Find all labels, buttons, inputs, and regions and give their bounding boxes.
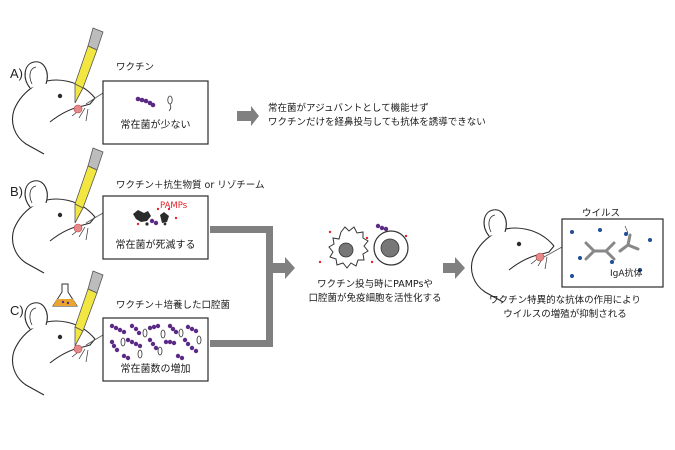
dead-bacteria-b-icon xyxy=(133,207,178,226)
arrow-a xyxy=(237,106,259,126)
middle-caption-line-1: ワクチン投与時にPAMPsや xyxy=(317,279,433,290)
immune-cells-icon xyxy=(318,223,409,269)
middle-caption-line-2: 口腔菌が免疫細胞を活性化する xyxy=(308,293,442,304)
arrow-to-outcome xyxy=(443,257,465,279)
panel-c-vaccine-label: ワクチン＋培養した口腔菌 xyxy=(116,300,231,311)
nose-b xyxy=(73,223,83,233)
panel-b-vaccine-label: ワクチン＋抗生物質 or リゾチーム xyxy=(116,180,265,191)
panel-a-result-line-2: ワクチンだけを経鼻投与しても抗体を誘導できない xyxy=(268,117,486,128)
panel-c-label: C) xyxy=(10,303,24,318)
nose-outcome xyxy=(535,252,545,262)
iga-antibody-icon xyxy=(584,233,640,261)
outcome-group xyxy=(470,209,664,303)
outcome-caption-line-1: ワクチン特異的な抗体の作用により xyxy=(489,295,641,306)
panel-a-label: A) xyxy=(10,66,23,81)
box-b xyxy=(102,195,209,260)
panel-b-label: B) xyxy=(10,184,23,199)
panel-b xyxy=(11,147,209,274)
callout-line-c xyxy=(85,334,104,346)
callout-line-b xyxy=(85,212,104,224)
virus-label: ウイルス xyxy=(582,208,621,219)
bacteria-few-a-icon xyxy=(135,95,173,112)
panel-c xyxy=(11,270,209,396)
virus-pointer xyxy=(624,225,629,234)
panel-a xyxy=(11,27,259,155)
nose-c xyxy=(73,344,83,354)
nose-a xyxy=(73,104,83,114)
pamps-label: PAMPs xyxy=(160,201,188,211)
panel-b-box-caption: 常在菌が死滅する xyxy=(115,240,196,251)
panel-a-box-caption: 常在菌が少ない xyxy=(120,120,191,131)
panel-c-box-caption: 常在菌数の増加 xyxy=(120,364,191,375)
outcome-caption-line-2: ウイルスの増殖が抑制される xyxy=(503,309,627,320)
box-a xyxy=(102,80,209,145)
iga-antibody-label: IgA抗体 xyxy=(610,269,643,279)
oral-bacteria-c-icon xyxy=(120,328,202,359)
panel-a-result-line-1: 常在菌がアジュバントとして機能せず xyxy=(268,103,429,114)
callout-line-outcome xyxy=(543,246,563,258)
flask-icon xyxy=(52,283,78,307)
callout-line-a xyxy=(85,92,104,105)
virus-icons xyxy=(570,228,652,278)
box-outcome xyxy=(561,218,664,288)
merge-bracket xyxy=(210,226,295,347)
bacteria-many-c-icon xyxy=(109,323,199,361)
panel-a-vaccine-label: ワクチン xyxy=(116,62,155,73)
